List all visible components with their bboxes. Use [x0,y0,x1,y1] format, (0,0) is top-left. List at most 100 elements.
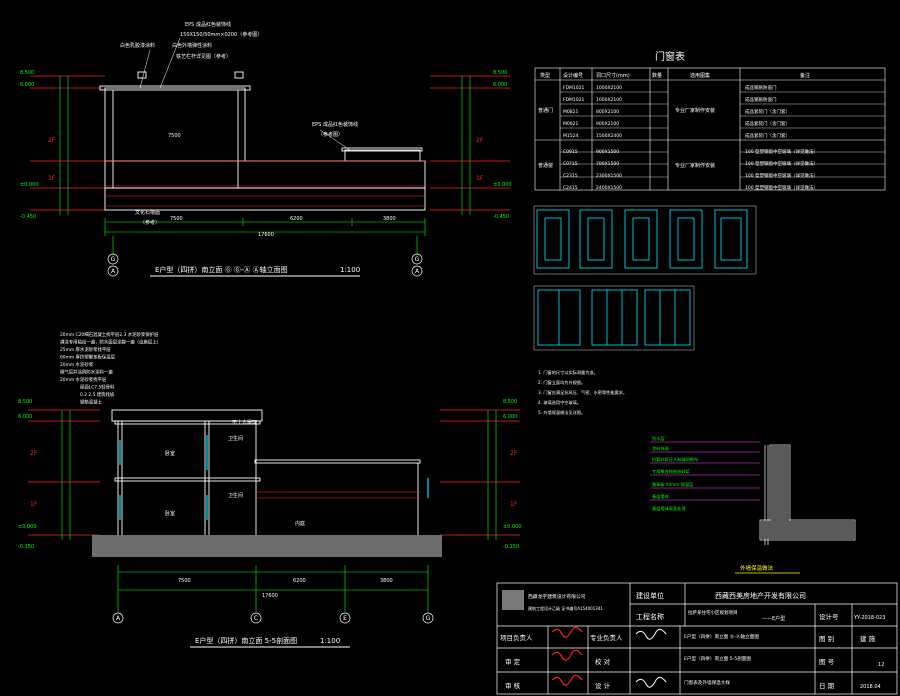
room-label: 不上人屋面 [232,419,257,426]
door-table-cell: 1000X2100 [596,85,622,91]
door-window-table: 门窗表 类型 设计编号 洞口尺寸(mm) 数量 选用图集 备注 [534,50,886,191]
elevation-scale: 1:100 [340,266,360,274]
project-value: 拉萨某住宅小区规划项目 [688,609,738,616]
door-table-cell: FDM1021 [563,85,585,91]
elev-level-label: -0.450 [20,214,36,220]
section-title-text: E户型（四拼）南立面 5-5剖面图 [195,636,297,645]
project-label: 工程名称 [636,612,664,621]
sec-level-label: 6.000 [503,414,517,420]
door-table-header: 洞口尺寸(mm) [596,72,630,79]
section-note: 屋面LC7.5轻骨料 [80,384,115,391]
note-line: 2. 门窗立面均为外视图。 [538,379,585,386]
firm-cert: 建筑工程设计乙级 证书编号A154001341 [528,605,603,611]
elev-note: 铁艺栏杆详见图（参考） [176,53,231,60]
elevation-view: 8.500 6.000 ±0.000 -0.450 8.500 6.000 ±0… [20,21,512,277]
sec-dim-bottom: 6200 [293,578,306,584]
door-table-header: 类型 [540,72,550,79]
door-table-cell: 700X1500 [596,161,619,167]
elev-dim-inner: 7500 [168,133,181,139]
sec-dim-bottom: 3800 [380,578,393,584]
door-table-cell: 2300X1500 [596,173,622,179]
door-table-cell: 1000X2100 [596,97,622,103]
elevation-title: E户型（四拼）南立面 Ⓖ Ⓖ-Ⓐ Ⓐ轴立面图 1:100 [150,265,360,277]
elev-note: 文化石墙面 [135,209,160,216]
section-ground [92,535,442,557]
tb-row-left: 项目负责人 [500,633,533,642]
room-label: 卫生间 [228,435,243,442]
door-table-cell: 100 型塑钢窗中空玻璃（详见做法） [745,172,818,179]
elev-note: （参考图） [318,131,343,138]
section-note: 20mm 水泥砂浆找平层 [60,376,107,383]
door-table-type: 普通门 [538,107,553,114]
door-table-group-note: 专业厂家制作安装 [675,162,715,169]
elev-dim-total: 17600 [258,232,274,238]
elev-note: EPS 成品红色装饰线 [185,21,231,28]
note-line: 5. 外墙保温做法见详图。 [538,409,585,416]
tb-right-value: 12 [878,662,884,668]
tb-row-mid: 专业负责人 [590,633,623,642]
elev-note: 白色外墙弹性涂料 [172,42,212,49]
section-note: 钢筋混凝土 [80,399,103,406]
door-table-cell: 2400X1500 [596,185,622,191]
elev-level-label: 8.500 [493,70,507,76]
wall-detail-label: 涂料饰面 [652,445,669,452]
sec-level-label: -0.150 [18,544,34,550]
tb-right-value: 建 施 [860,634,876,643]
door-table-cell: 900X1500 [596,149,619,155]
door-table-cell: 成品钢质防盗门 [745,84,777,91]
elev-level-label: 6.000 [493,82,507,88]
door-table-cell: 成品钢质防盗门 [745,96,777,103]
section-note: 25mm 厚水泥砂浆找平层 [60,346,111,353]
elev-axis-label: G [111,256,116,263]
sec-floor-label: 2F [510,450,518,457]
door-table-cell: 800X2100 [596,109,619,115]
design-unit-value: 西藏西美房地产开发有限公司 [715,591,806,600]
room-label: 卫生间 [228,492,243,499]
elev-axis-label: A [415,268,420,275]
elevation-title-text: E户型（四拼）南立面 Ⓖ Ⓖ-Ⓐ Ⓐ轴立面图 [155,265,288,274]
tb-right-value: 2018.04 [860,684,881,690]
elevation-level-marks [30,75,510,211]
door-table-cell: 成品套装门（含门套） [745,132,790,139]
door-table-cell: FDM1021 [563,97,585,103]
door-table-cell: C2315 [563,173,578,179]
elev-level-label: -0.450 [493,214,509,220]
tb-row-mid: 校 对 [595,657,611,666]
elev-level-label: ±0.000 [20,182,39,188]
door-table-cell: M1524 [563,133,578,139]
elev-note: 白色乳胶漆涂料 [120,42,155,49]
elev-level-label: 8.500 [20,70,34,76]
door-table-title: 门窗表 [655,50,685,63]
section-note: 60mm 厚挤塑聚苯板保温层 [60,354,116,361]
door-table-header: 数量 [652,72,662,79]
sec-level-label: 6.000 [18,414,32,420]
wall-detail-label: 聚苯板 50mm 保温层 [652,481,693,488]
door-table-header: 备注 [800,72,810,79]
elev-floor-label: 1F [48,175,56,182]
sec-axis-label: C [254,615,258,622]
tb-right-value: YY-2018-023 [853,615,885,621]
drawing-desc: 门窗表及外墙保温大样 [684,679,730,686]
drawing-desc: E户型（四拼）南立面 5-5剖面图 [684,655,751,662]
sec-dim-total: 17600 [262,593,278,599]
door-table-group-note: 专业厂家制作安装 [675,107,715,114]
sec-floor-label: 2F [30,450,38,457]
section-note: 0.2 2.5 建筑找坡 [80,391,115,398]
elevation-building-outline [99,71,426,211]
firm-logo [502,590,524,610]
sec-level-label: 8.500 [503,399,517,405]
door-table-cell: 100 型塑钢窗中空玻璃（详见做法） [745,148,818,155]
firm-name: 西藏龙宇建筑设计有限公司 [528,593,586,600]
door-table-cell: C0715 [563,161,578,167]
section-structure [111,409,421,535]
sec-dim-bottom: 7500 [178,578,191,584]
door-table-cell: 1500X2400 [596,133,622,139]
wall-insulation-detail: 防水层 涂料饰面 抗裂砂浆压入耐碱网格布 专用聚合物粘结砂浆 聚苯板 50mm … [650,435,856,574]
section-scale: 1:100 [320,637,340,645]
wall-detail-label: 专用聚合物粘结砂浆 [652,468,691,475]
door-table-cell: 100 型塑钢窗中空玻璃（详见做法） [745,184,818,191]
elev-note: 150X150/50mm×0200（参考图） [180,31,262,38]
tb-right-label: 设计号 [819,612,839,621]
door-table-header: 选用图集 [690,72,710,79]
